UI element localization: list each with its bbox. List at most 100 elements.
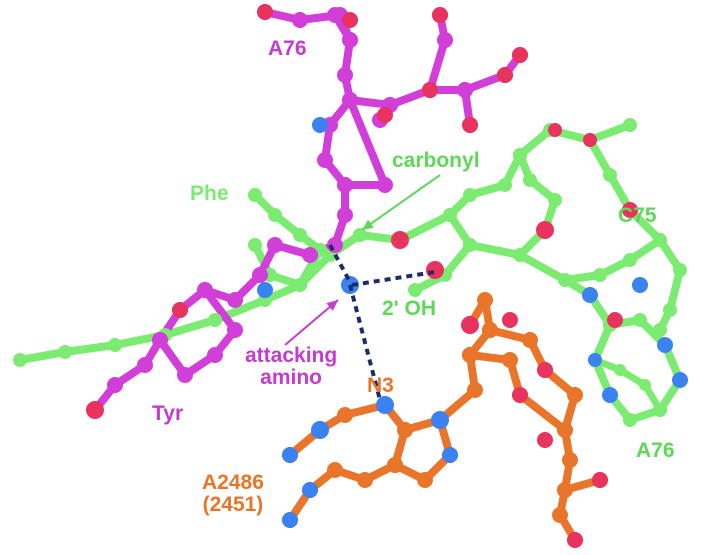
- atom: [513, 148, 527, 162]
- atom: [387, 457, 403, 473]
- oxygen-atom: [342, 12, 358, 28]
- atom: [482, 322, 498, 338]
- label-a76-top: A76: [268, 37, 307, 60]
- atom: [293, 278, 307, 292]
- atom: [463, 188, 477, 202]
- atom: [197, 282, 213, 298]
- hydrogen-bond-n3: [348, 284, 382, 401]
- atom: [152, 332, 168, 348]
- atom: [137, 357, 153, 373]
- atom: [654, 404, 666, 416]
- label-attacking-amino: attacking amino: [245, 344, 338, 390]
- oxygen-atom: [548, 123, 562, 137]
- label-a76-bottom: A76: [636, 439, 675, 462]
- atom: [673, 263, 687, 277]
- atom: [337, 207, 353, 223]
- atom: [463, 238, 477, 252]
- oxygen-atom: [512, 387, 528, 403]
- atom: [552, 507, 568, 523]
- atom: [623, 253, 637, 267]
- oxygen-atom: [607, 312, 623, 328]
- atom: [337, 177, 353, 193]
- label-phe: Phe: [190, 182, 229, 205]
- atom: [477, 292, 493, 308]
- nitrogen-atom: [311, 421, 329, 439]
- atom: [639, 379, 651, 391]
- label-c75: C75: [618, 204, 657, 227]
- atom: [663, 303, 677, 317]
- nitrogen-atom: [672, 372, 688, 388]
- nitrogen-atom: [282, 512, 298, 528]
- atom: [58, 345, 72, 359]
- atom: [108, 338, 122, 352]
- carbonyl-arrow-head: [362, 219, 374, 230]
- bond: [161, 316, 219, 339]
- atom: [302, 247, 318, 263]
- atom: [227, 292, 243, 308]
- label-carbonyl: carbonyl: [392, 149, 480, 172]
- bond: [466, 241, 524, 259]
- atom: [567, 387, 583, 403]
- oxygen-atom: [497, 67, 513, 83]
- atom: [653, 323, 667, 337]
- atom: [248, 238, 262, 252]
- atom: [437, 32, 453, 48]
- atom: [342, 92, 358, 108]
- oxygen-atom: [172, 302, 188, 318]
- nitrogen-atom: [376, 396, 394, 414]
- label-n3: N3: [367, 374, 394, 397]
- bond: [16, 348, 69, 364]
- atom: [443, 208, 457, 222]
- bond: [61, 341, 119, 356]
- atom: [633, 313, 647, 327]
- hydrogen-bond-2oh: [351, 270, 436, 287]
- atom: [557, 422, 573, 438]
- oxygen-atom: [86, 401, 104, 419]
- atom: [557, 482, 573, 498]
- atom: [268, 208, 282, 222]
- bond: [516, 391, 569, 434]
- atom: [327, 237, 343, 253]
- attacking-amino-arrow: [284, 299, 339, 346]
- atom: [252, 267, 268, 283]
- oxygen-atom: [592, 472, 608, 488]
- atom: [107, 377, 123, 393]
- atom: [498, 178, 512, 192]
- oxygen-atom: [536, 221, 554, 239]
- atom: [408, 283, 422, 297]
- atoms: [13, 4, 688, 548]
- atom: [523, 173, 537, 187]
- nitrogen-atom: [312, 117, 328, 133]
- atom: [267, 237, 283, 253]
- bond: [346, 96, 389, 189]
- atom: [457, 82, 473, 98]
- atom: [337, 67, 353, 83]
- oxygen-atom: [567, 532, 583, 548]
- atom: [562, 452, 578, 468]
- atom: [337, 407, 353, 423]
- label-2-oh: 2' OH: [382, 297, 437, 320]
- atom: [292, 12, 308, 28]
- oxygen-atom: [426, 261, 444, 279]
- nitrogen-atom: [442, 447, 458, 463]
- nitrogen-atom: [431, 411, 449, 429]
- atom: [207, 347, 223, 363]
- atom: [317, 152, 333, 168]
- atom: [397, 422, 413, 438]
- atom: [614, 364, 626, 376]
- atom: [623, 413, 637, 427]
- atom: [293, 228, 307, 242]
- nitrogen-atom: [582, 287, 598, 303]
- atom: [653, 233, 667, 247]
- carbonyl-arrow: [361, 174, 441, 231]
- oxygen-atom: [537, 362, 553, 378]
- atom: [548, 193, 562, 207]
- atom: [248, 188, 262, 202]
- atom: [462, 347, 478, 363]
- oxygen-atom: [462, 117, 478, 133]
- label-a2486: A2486 (2451): [202, 471, 264, 517]
- oxygen-atom: [512, 47, 528, 63]
- nitrogen-atom: [302, 482, 318, 498]
